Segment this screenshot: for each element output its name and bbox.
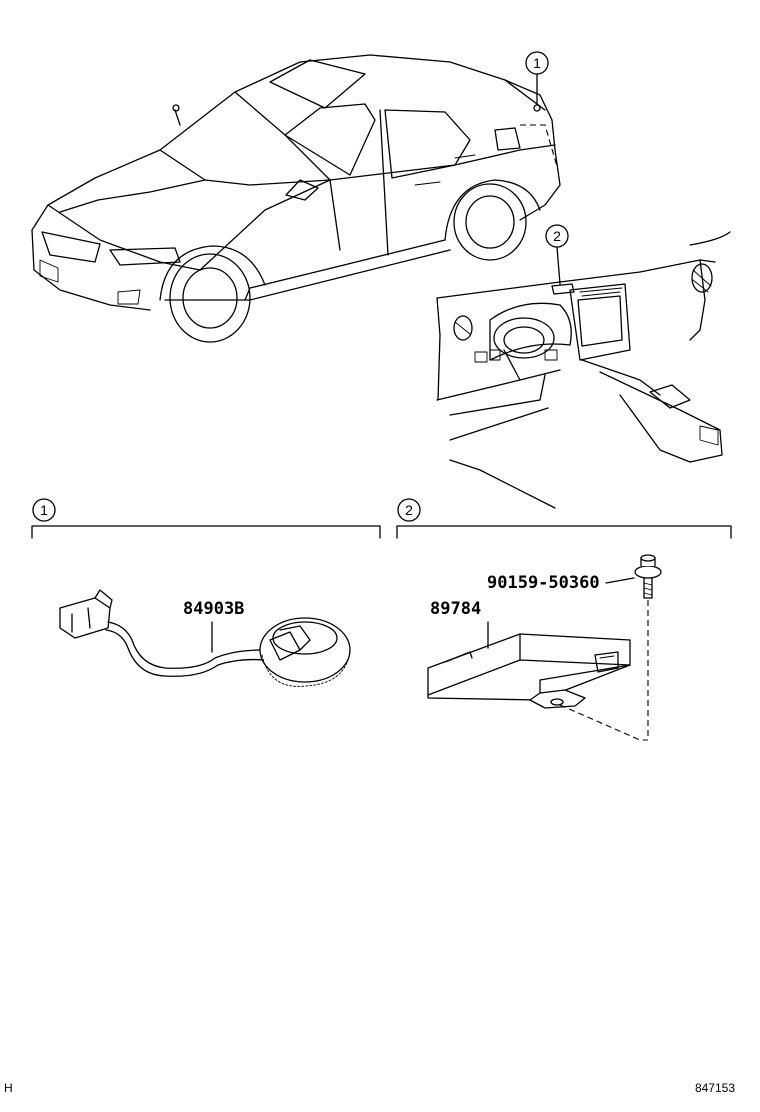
callout-2-dashboard: 2 bbox=[545, 224, 569, 285]
section-1-callout: 1 bbox=[40, 502, 48, 518]
section-1-header: 1 bbox=[31, 498, 381, 539]
antenna-part-drawing bbox=[59, 589, 351, 687]
dashboard-illustration bbox=[436, 231, 731, 509]
section-2-header: 2 bbox=[396, 498, 732, 539]
part-label-84903B: 84903B bbox=[183, 599, 244, 653]
part-label-90159-50360: 90159-50360 bbox=[487, 573, 635, 593]
figure-number: 847153 bbox=[695, 1081, 735, 1095]
ecu-part-drawing bbox=[427, 633, 648, 741]
ecu-part-number: 89784 bbox=[430, 599, 481, 619]
callout-1-car: 1 bbox=[525, 51, 549, 106]
antenna-part-number: 84903B bbox=[183, 599, 244, 619]
callout-1-car-label: 1 bbox=[533, 55, 541, 71]
car-illustration bbox=[31, 54, 561, 343]
footer-left-code: H bbox=[4, 1081, 13, 1095]
callout-2-dashboard-label: 2 bbox=[553, 228, 561, 244]
section-2-callout: 2 bbox=[405, 502, 413, 518]
bolt-part-drawing bbox=[634, 554, 662, 740]
part-label-89784: 89784 bbox=[430, 599, 489, 649]
bolt-part-number: 90159-50360 bbox=[487, 573, 600, 593]
